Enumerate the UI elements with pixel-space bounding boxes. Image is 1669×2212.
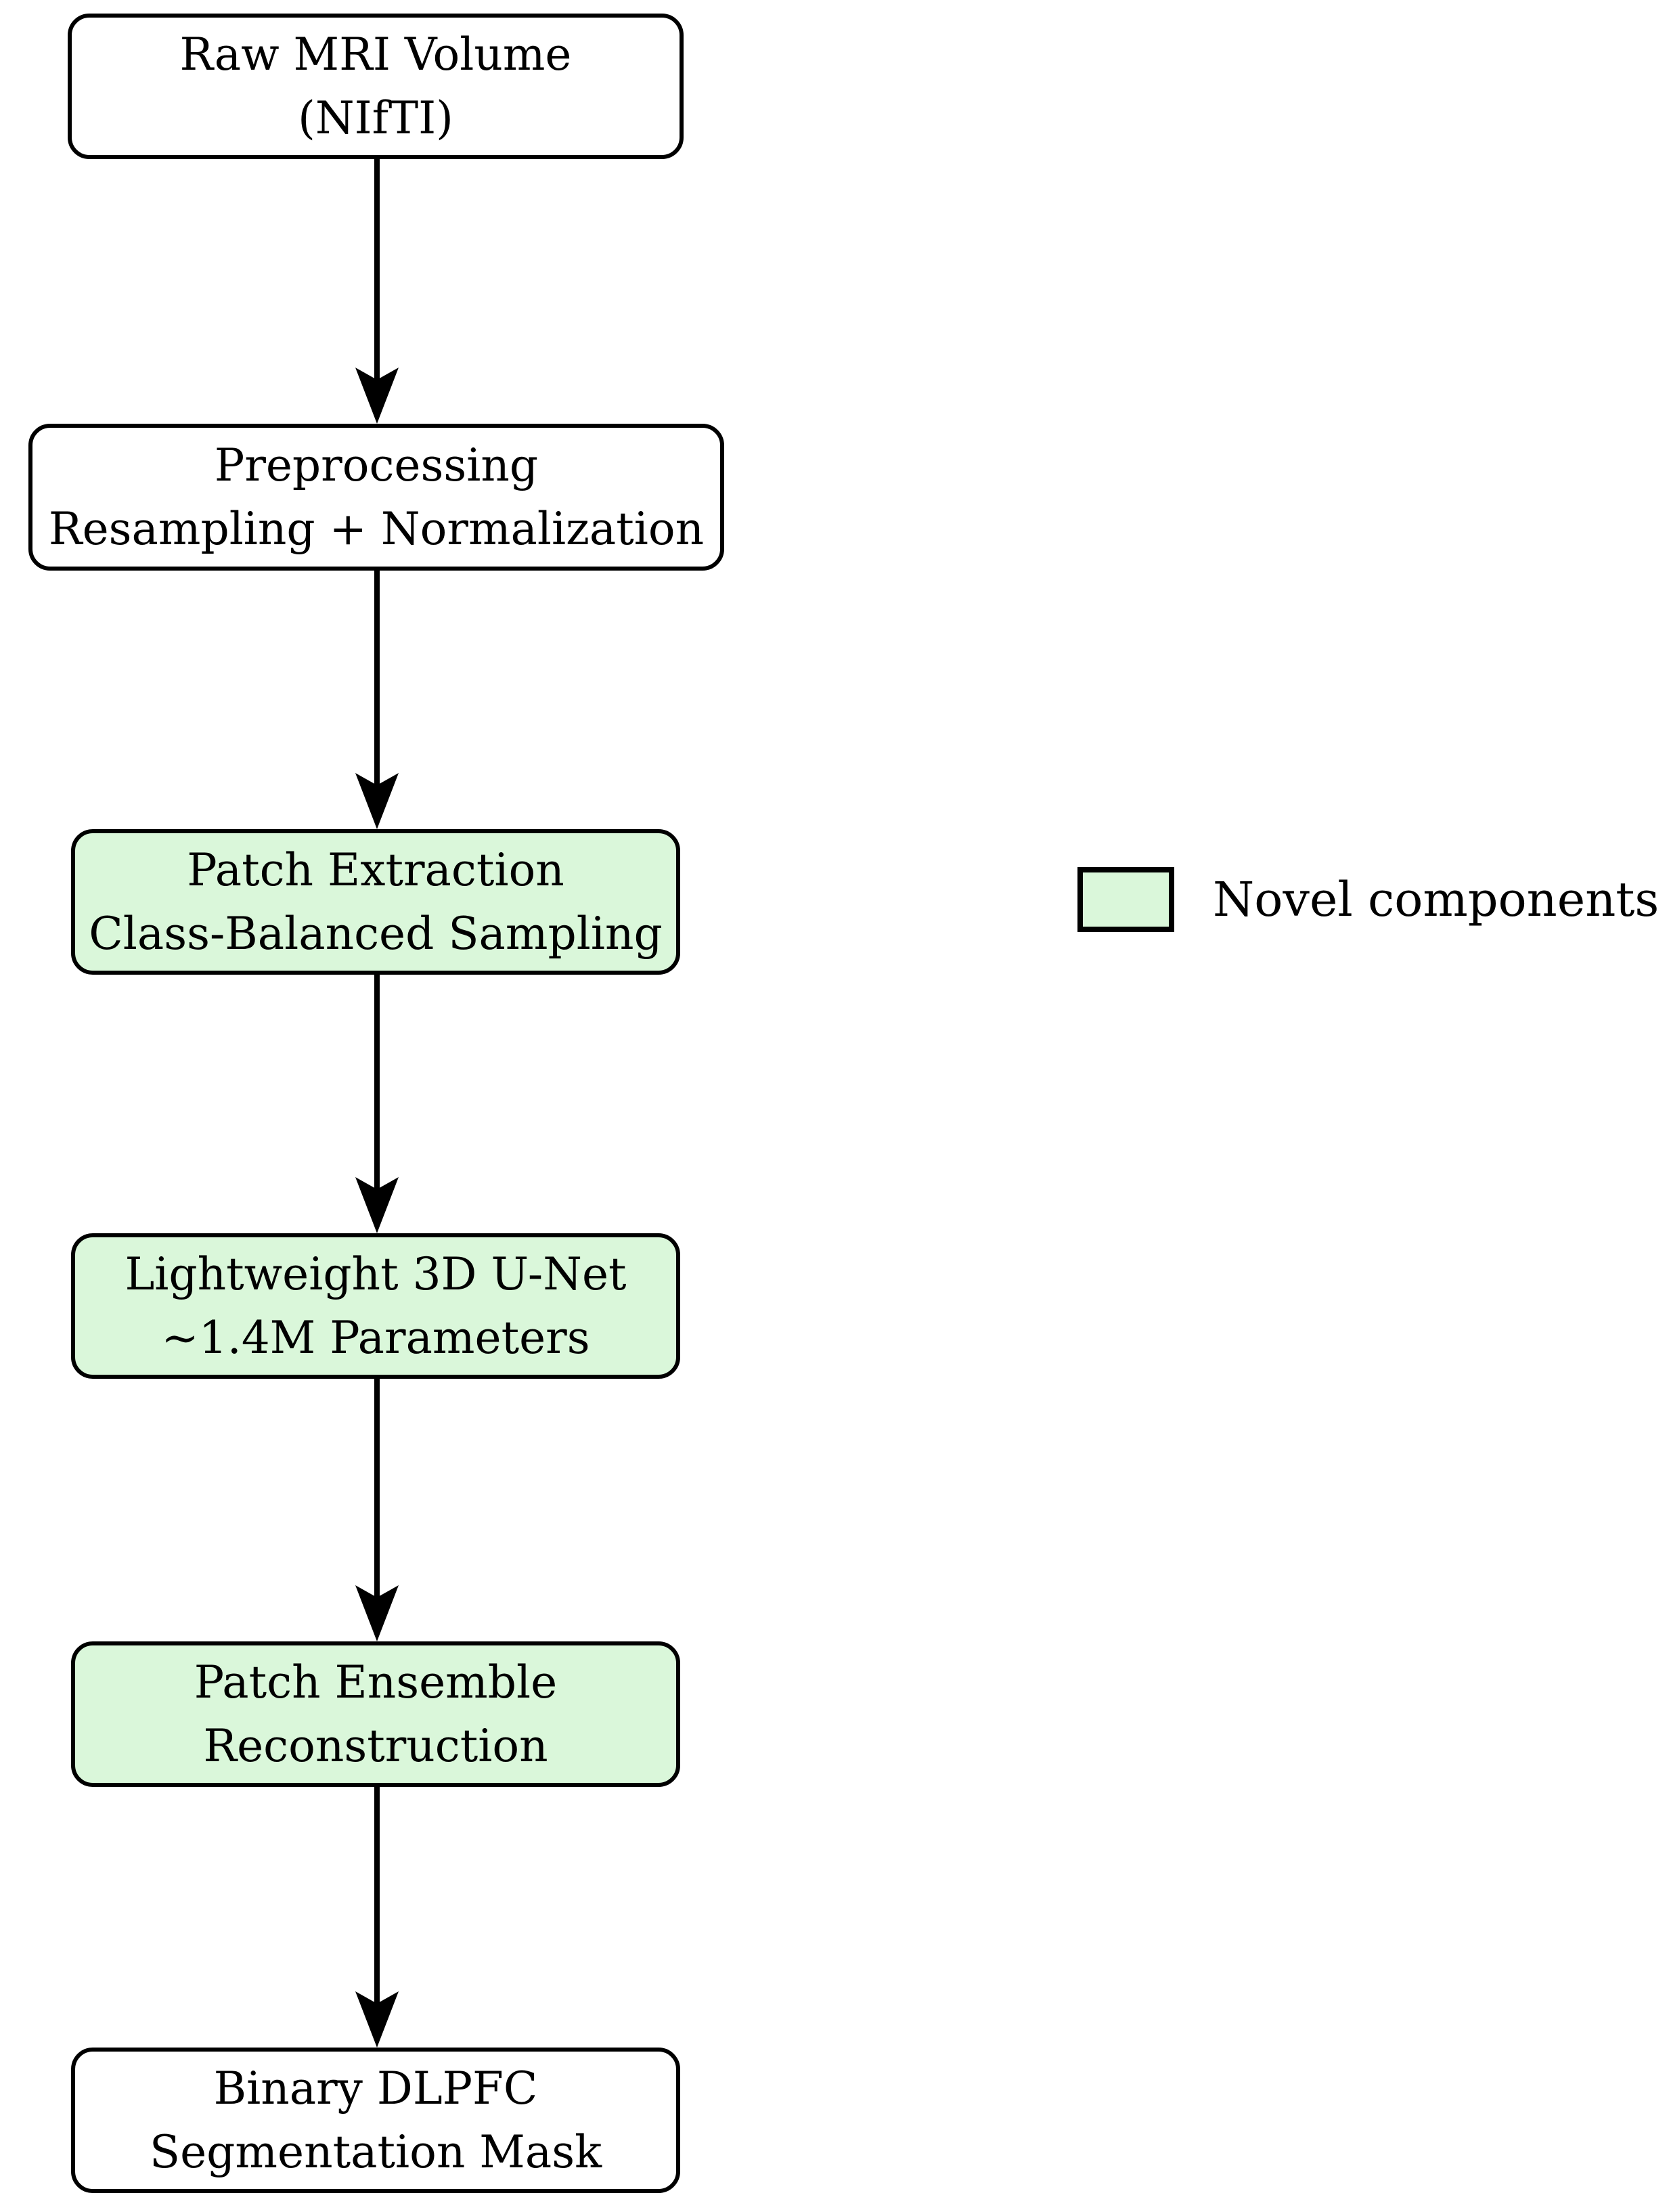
node-line: (NIfTI) xyxy=(298,91,453,144)
flow-node-segmentation-mask: Binary DLPFC Segmentation Mask xyxy=(71,2048,680,2193)
flow-node-lightweight-unet: Lightweight 3D U-Net ∼1.4M Parameters xyxy=(71,1233,680,1379)
legend-label: Novel components xyxy=(1213,872,1660,927)
node-line: Patch Extraction xyxy=(187,843,564,896)
node-line: Raw MRI Volume xyxy=(179,28,572,81)
flow-node-patch-ensemble: Patch Ensemble Reconstruction xyxy=(71,1641,680,1787)
node-line: Binary DLPFC xyxy=(213,2062,538,2115)
node-line: Lightweight 3D U-Net xyxy=(125,1247,627,1300)
node-line: Resampling + Normalization xyxy=(48,502,705,555)
node-line: ∼1.4M Parameters xyxy=(161,1311,590,1364)
node-line: Preprocessing xyxy=(214,439,539,491)
flow-arrow-icon xyxy=(350,1379,404,1641)
flow-arrow-icon xyxy=(350,1787,404,2048)
node-line: Class-Balanced Sampling xyxy=(89,907,663,960)
flow-arrow-icon xyxy=(350,159,404,424)
flow-node-patch-extraction: Patch Extraction Class-Balanced Sampling xyxy=(71,829,680,975)
flow-node-raw-mri-volume: Raw MRI Volume (NIfTI) xyxy=(68,14,684,159)
flow-node-preprocessing: Preprocessing Resampling + Normalization xyxy=(28,424,724,571)
node-line: Patch Ensemble xyxy=(194,1656,558,1708)
flow-arrow-icon xyxy=(350,571,404,829)
node-line: Reconstruction xyxy=(203,1719,548,1772)
legend-novel-swatch xyxy=(1077,867,1174,932)
node-line: Segmentation Mask xyxy=(149,2125,602,2178)
flow-arrow-icon xyxy=(350,975,404,1233)
